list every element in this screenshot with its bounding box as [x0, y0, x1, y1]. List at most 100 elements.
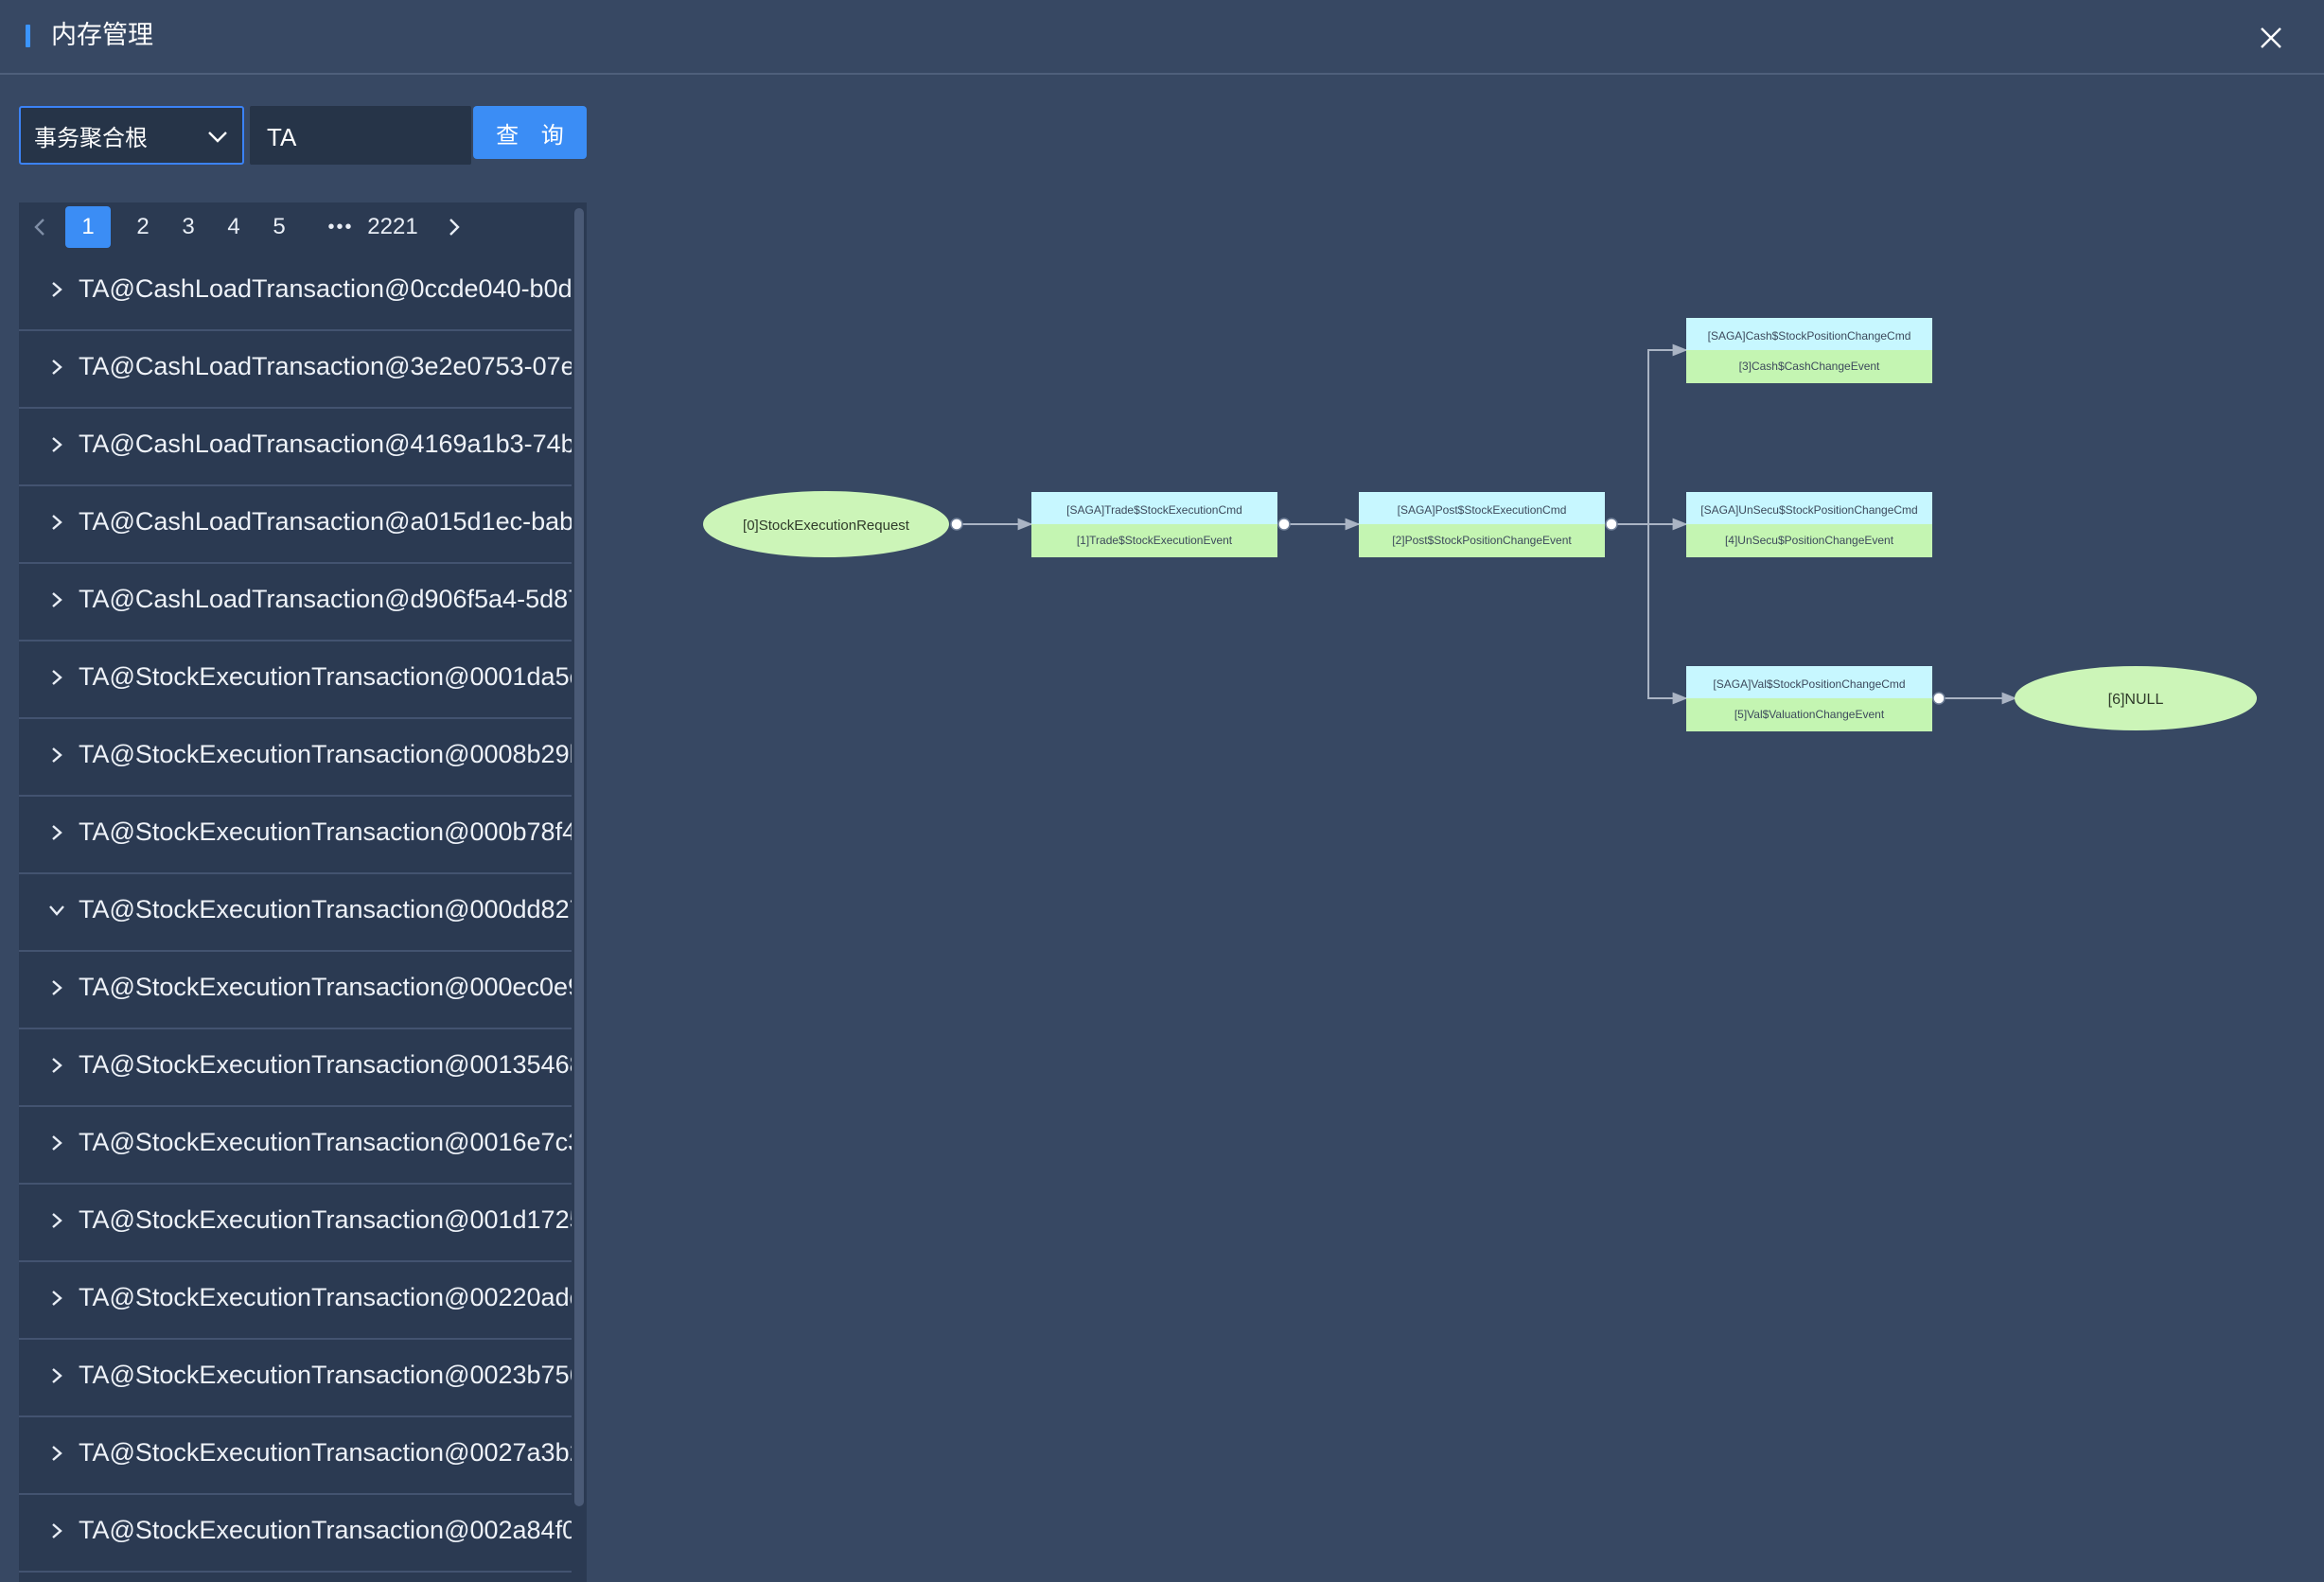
chevron-left-icon [34, 219, 44, 236]
close-button[interactable] [2252, 19, 2290, 57]
next-page-button[interactable] [441, 206, 467, 248]
tree-item-label: TA@StockExecutionTransaction@0008b29b [79, 740, 572, 768]
node-end[interactable]: [6]NULL [2015, 666, 2257, 730]
port-trade [1277, 518, 1291, 531]
page-3[interactable]: 3 [182, 214, 195, 239]
transaction-list-panel: 1 2 3 4 5 ••• 2221 TA@CashLoadTransactio… [19, 202, 572, 1582]
chevron-right-icon[interactable] [47, 513, 66, 532]
tree-item-label: TA@CashLoadTransaction@4169a1b3-74be [79, 430, 572, 458]
tree-item-label: TA@StockExecutionTransaction@000dd827 [79, 895, 572, 923]
tree-item[interactable]: TA@CashLoadTransaction@4169a1b3-74be [19, 409, 572, 486]
edge-post-val [1647, 524, 1688, 705]
tree-item-label: TA@StockExecutionTransaction@00220adc [79, 1283, 572, 1311]
page-2[interactable]: 2 [136, 214, 150, 239]
page-last[interactable]: 2221 [367, 214, 418, 239]
chevron-right-icon[interactable] [47, 1289, 66, 1308]
node-post[interactable]: [SAGA]Post$StockExecutionCmd [2]Post$Sto… [1359, 492, 1605, 557]
search-input[interactable] [250, 106, 471, 165]
chevron-right-icon[interactable] [47, 1211, 66, 1230]
chevron-right-icon[interactable] [47, 1134, 66, 1152]
tree-item[interactable]: TA@StockExecutionTransaction@00135468 [19, 1029, 572, 1107]
edge-post-cash [1647, 343, 1688, 524]
node-cash-cmd: [SAGA]Cash$StockPositionChangeCmd [1708, 329, 1911, 343]
tree-item-label: TA@StockExecutionTransaction@002a84f0 [79, 1516, 572, 1544]
type-select-value: 事务聚合根 [34, 124, 148, 151]
node-cash[interactable]: [SAGA]Cash$StockPositionChangeCmd [3]Cas… [1686, 318, 1932, 383]
tree-item-label: TA@StockExecutionTransaction@0001da5c [79, 662, 572, 691]
tree-item[interactable]: TA@StockExecutionTransaction@00220adc [19, 1262, 572, 1340]
dialog-title: 内存管理 [51, 21, 153, 50]
diagram-edges [956, 343, 2017, 705]
chevron-right-icon[interactable] [47, 1444, 66, 1463]
page-ellipsis[interactable]: ••• [327, 217, 354, 237]
chevron-right-icon[interactable] [47, 1366, 66, 1385]
chevron-right-icon[interactable] [47, 358, 66, 377]
node-val-evt: [5]Val$ValuationChangeEvent [1734, 708, 1885, 721]
chevron-right-icon [449, 219, 460, 236]
query-button[interactable]: 查 询 [473, 106, 587, 159]
chevron-right-icon[interactable] [47, 280, 66, 299]
node-post-evt: [2]Post$StockPositionChangeEvent [1392, 534, 1572, 547]
chevron-right-icon[interactable] [47, 668, 66, 687]
tree-item[interactable]: TA@StockExecutionTransaction@0023b756 [19, 1340, 572, 1417]
tree-item[interactable]: TA@StockExecutionTransaction@0016e7c3 [19, 1107, 572, 1185]
chevron-right-icon[interactable] [47, 590, 66, 609]
page-4[interactable]: 4 [227, 214, 240, 239]
port-post [1605, 518, 1618, 531]
chevron-right-icon[interactable] [47, 435, 66, 454]
node-end-label: [6]NULL [2108, 692, 2164, 708]
tree-item[interactable]: TA@CashLoadTransaction@d906f5a4-5d87 [19, 564, 572, 642]
dialog-header: 内存管理 [0, 0, 2324, 75]
pagination: 1 2 3 4 5 ••• 2221 [19, 202, 572, 252]
type-select[interactable]: 事务聚合根 [19, 106, 244, 165]
chevron-right-icon[interactable] [47, 1521, 66, 1540]
tree-item[interactable]: TA@CashLoadTransaction@a015d1ec-bab9 [19, 486, 572, 564]
tree-item[interactable]: TA@StockExecutionTransaction@000ec0e9 [19, 952, 572, 1029]
tree-item-label: TA@StockExecutionTransaction@0016e7c3 [79, 1128, 572, 1156]
tree-item-label: TA@StockExecutionTransaction@0027a3b2 [79, 1438, 572, 1467]
tree-item[interactable]: TA@StockExecutionTransaction@000dd827 [19, 874, 572, 952]
chevron-down-icon[interactable] [47, 901, 66, 920]
title-accent-bar [26, 25, 30, 47]
tree-item[interactable]: TA@CashLoadTransaction@0ccde040-b0d0 [19, 254, 572, 331]
tree-item[interactable]: TA@StockExecutionTransaction@0027a3b2 [19, 1417, 572, 1495]
node-val-cmd: [SAGA]Val$StockPositionChangeCmd [1713, 677, 1905, 691]
node-trade-evt: [1]Trade$StockExecutionEvent [1077, 534, 1233, 547]
chevron-down-icon [208, 132, 227, 143]
scrollbar-thumb[interactable] [574, 208, 584, 1506]
tree-item[interactable]: TA@StockExecutionTransaction@0001da5c [19, 642, 572, 719]
list-scrollbar[interactable] [572, 202, 587, 1582]
saga-flow-diagram: [0]StockExecutionRequest [SAGA]Trade$Sto… [703, 318, 2257, 731]
tree-item[interactable]: TA@StockExecutionTransaction@002a84f0 [19, 1495, 572, 1573]
tree-item-label: TA@StockExecutionTransaction@000b78f4 [79, 817, 572, 846]
tree-item-label: TA@StockExecutionTransaction@00135468 [79, 1050, 572, 1079]
page-1[interactable]: 1 [65, 206, 111, 248]
port-start [950, 518, 963, 531]
node-start[interactable]: [0]StockExecutionRequest [703, 491, 949, 557]
node-cash-evt: [3]Cash$CashChangeEvent [1739, 360, 1880, 373]
prev-page-button[interactable] [26, 206, 53, 248]
tree-item-label: TA@CashLoadTransaction@0ccde040-b0d0 [79, 274, 572, 303]
tree-item[interactable]: TA@CashLoadTransaction@3e2e0753-07eb [19, 331, 572, 409]
tree-item[interactable]: TA@StockExecutionTransaction@001d1725 [19, 1185, 572, 1262]
node-trade[interactable]: [SAGA]Trade$StockExecutionCmd [1]Trade$S… [1031, 492, 1277, 557]
tree-item-label: TA@CashLoadTransaction@3e2e0753-07eb [79, 352, 572, 380]
tree-item-label: TA@StockExecutionTransaction@0023b756 [79, 1361, 572, 1389]
node-unsecu[interactable]: [SAGA]UnSecu$StockPositionChangeCmd [4]U… [1686, 492, 1932, 557]
tree-item-label: TA@CashLoadTransaction@a015d1ec-bab9 [79, 507, 572, 536]
node-trade-cmd: [SAGA]Trade$StockExecutionCmd [1066, 503, 1242, 517]
close-icon [2261, 27, 2281, 48]
tree-item[interactable]: TA@StockExecutionTransaction@000b78f4 [19, 797, 572, 874]
page-5[interactable]: 5 [273, 214, 286, 239]
chevron-right-icon[interactable] [47, 978, 66, 997]
chevron-right-icon[interactable] [47, 823, 66, 842]
chevron-right-icon[interactable] [47, 1056, 66, 1075]
node-val[interactable]: [SAGA]Val$StockPositionChangeCmd [5]Val$… [1686, 666, 1932, 731]
tree-item-label: TA@StockExecutionTransaction@000ec0e9 [79, 973, 572, 1001]
node-unsecu-cmd: [SAGA]UnSecu$StockPositionChangeCmd [1700, 503, 1917, 517]
tree-item-label: TA@StockExecutionTransaction@001d1725 [79, 1205, 572, 1234]
tree-item[interactable]: TA@StockExecutionTransaction@0008b29b [19, 719, 572, 797]
chevron-right-icon[interactable] [47, 746, 66, 765]
node-unsecu-evt: [4]UnSecu$PositionChangeEvent [1725, 534, 1894, 547]
